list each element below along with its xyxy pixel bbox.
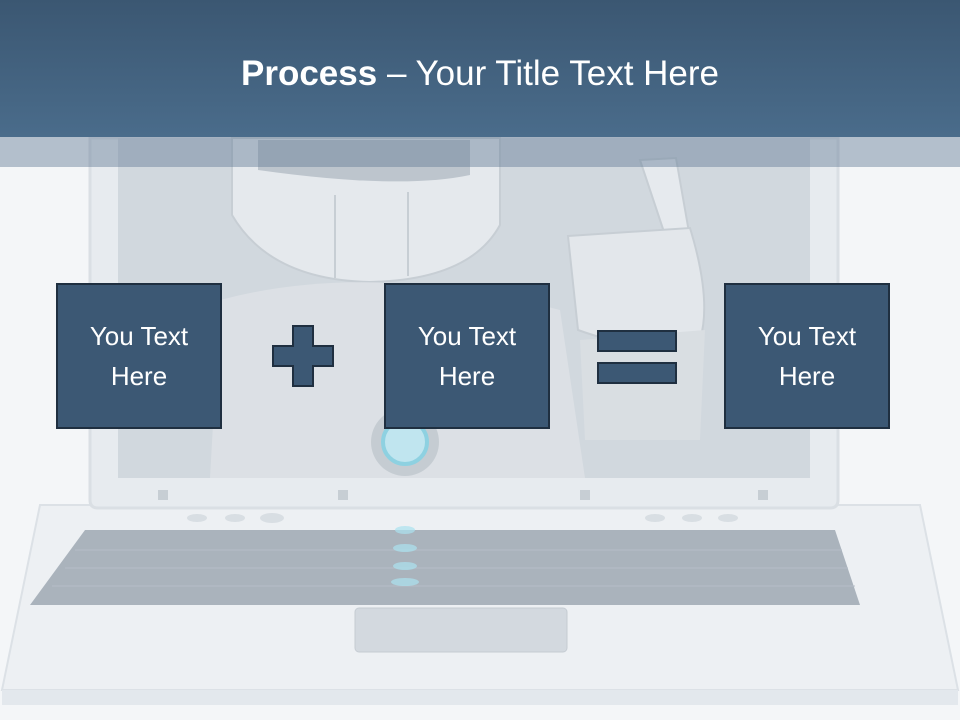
process-box-2-text: You Text Here: [418, 316, 516, 396]
slide-title-bold: Process: [241, 54, 378, 93]
process-box-2[interactable]: You Text Here: [384, 283, 550, 429]
process-box-3-text: You Text Here: [758, 316, 856, 396]
process-box-1-text: You Text Here: [90, 316, 188, 396]
process-box-1-line2: Here: [110, 361, 168, 391]
plus-icon: [272, 325, 334, 387]
process-box-3-line1: You Text: [757, 321, 857, 351]
process-box-1-line1: You Text: [89, 321, 189, 351]
title-bar: [0, 0, 960, 137]
equals-icon: [597, 330, 677, 384]
process-box-2-line2: Here: [438, 361, 496, 391]
process-box-2-line1: You Text: [417, 321, 517, 351]
process-box-3[interactable]: You Text Here: [724, 283, 890, 429]
slide-title-rest: – Your Title Text Here: [377, 54, 719, 93]
process-box-3-line2: Here: [778, 361, 836, 391]
title-bar-shadow-strip: [0, 137, 960, 167]
slide-title[interactable]: Process – Your Title Text Here: [0, 52, 960, 96]
process-box-1[interactable]: You Text Here: [56, 283, 222, 429]
